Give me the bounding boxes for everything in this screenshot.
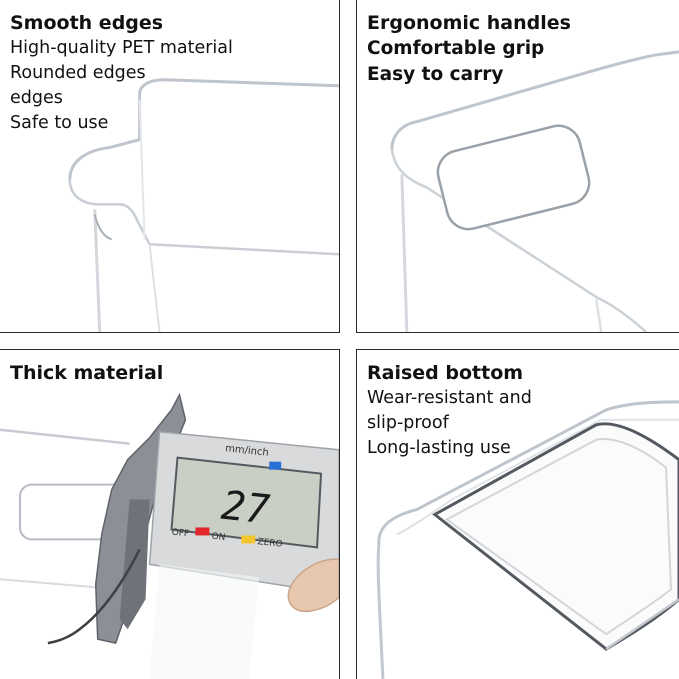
- panel-thick-material: 27 mm/inch OFF ON ZERO Thick material: [0, 349, 340, 679]
- feature-line: Rounded edges: [10, 63, 146, 83]
- caliper-zero-label: ZERO: [257, 537, 283, 550]
- handle-illustration: [390, 50, 679, 332]
- feature-line: Wear-resistant and: [367, 388, 532, 408]
- raised-bottom-illustration: [376, 400, 679, 679]
- caliper-illustration: 27 mm/inch OFF ON ZERO: [0, 392, 339, 679]
- feature-line: Safe to use: [10, 113, 109, 133]
- feature-line: High-quality PET material: [10, 38, 233, 58]
- panel-smooth-edges: Smooth edges High-quality PET material R…: [0, 0, 340, 333]
- feature-line: edges: [10, 88, 63, 108]
- rounded-edge-illustration: [68, 78, 339, 332]
- panel-title: Raised bottom: [367, 362, 524, 384]
- caliper-off-label: OFF: [171, 528, 189, 540]
- feature-line: slip-proof: [367, 413, 449, 433]
- feature-line: Easy to carry: [367, 64, 504, 85]
- panel-title: Ergonomic handles: [367, 12, 571, 34]
- caliper-unit-label: mm/inch: [225, 443, 270, 458]
- feature-line: Long-lasting use: [367, 438, 511, 458]
- panel-raised-bottom: Raised bottom Wear-resistant and slip-pr…: [356, 349, 679, 679]
- feature-line: Comfortable grip: [367, 38, 545, 59]
- caliper-reading: 27: [219, 483, 272, 534]
- panel-title: Smooth edges: [10, 12, 164, 34]
- panel-title: Thick material: [10, 362, 164, 384]
- caliper-on-label: ON: [211, 532, 226, 543]
- panel-ergonomic-handles: Ergonomic handles Comfortable grip Easy …: [356, 0, 679, 333]
